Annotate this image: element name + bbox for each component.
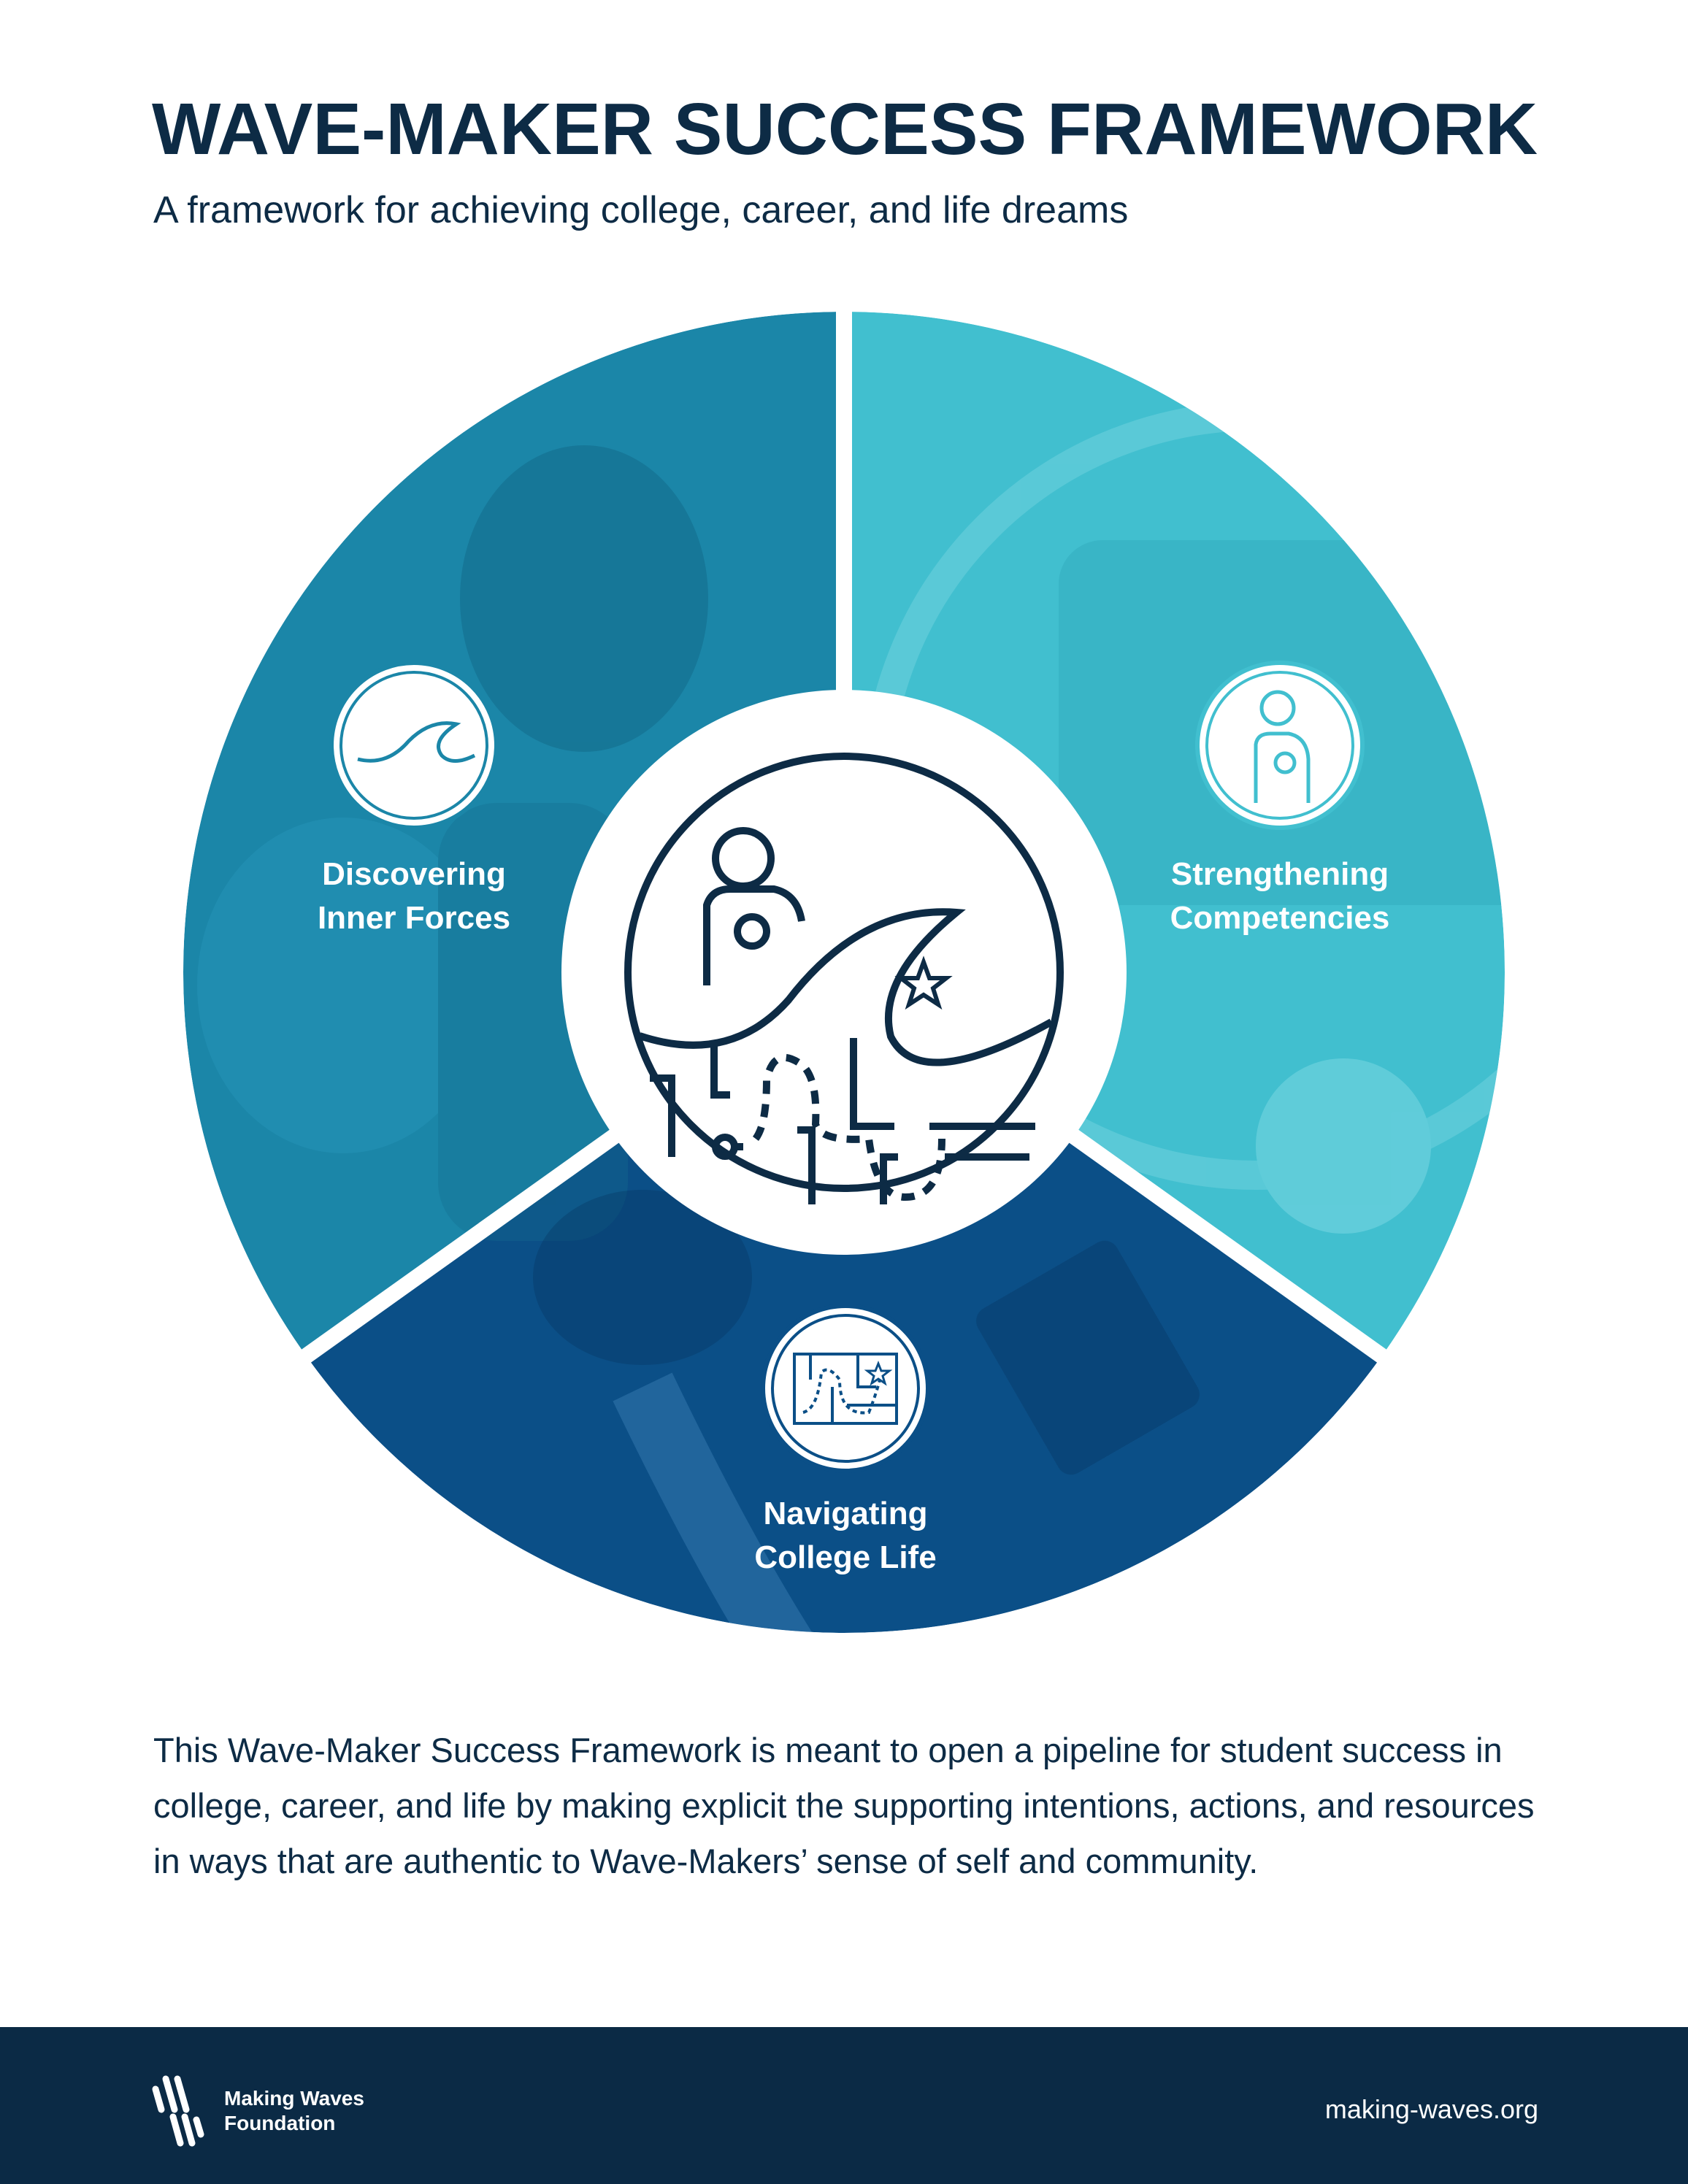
segment-label-discovering: Discovering Inner Forces xyxy=(231,853,596,940)
description-paragraph: This Wave-Maker Success Framework is mea… xyxy=(153,1731,1535,1880)
student-backpack-icon xyxy=(1195,661,1365,830)
making-waves-logo-icon xyxy=(152,2075,204,2147)
segment-label-navigating: Navigating College Life xyxy=(663,1492,1028,1580)
segment-strengthening-competencies xyxy=(844,312,1505,1356)
segment-label-line1: Strengthening xyxy=(1170,856,1389,892)
segment-label-strengthening: Strengthening Competencies xyxy=(1097,853,1462,940)
segment-label-line2: Inner Forces xyxy=(317,900,511,936)
segment-navigating-college-life xyxy=(306,972,1382,1633)
segment-label-line1: Discovering xyxy=(322,856,506,892)
illustration-student-bottom xyxy=(533,1190,1200,1633)
segment-label-line2: College Life xyxy=(754,1539,937,1575)
segment-label-line2: Competencies xyxy=(1170,900,1390,936)
framework-wheel xyxy=(183,312,1505,1633)
center-emblem-icon xyxy=(561,690,1127,1255)
segment-label-line1: Navigating xyxy=(763,1496,928,1531)
maze-icon xyxy=(761,1304,930,1473)
making-waves-logo[interactable]: Making Waves Foundation xyxy=(150,2075,364,2148)
logo-line2: Foundation xyxy=(224,2112,336,2134)
page-subtitle: A framework for achieving college, caree… xyxy=(153,189,1129,231)
logo-line1: Making Waves xyxy=(224,2087,364,2110)
footer: Making Waves Foundation making-waves.org xyxy=(0,2027,1688,2184)
page-title: WAVE-MAKER SUCCESS FRAMEWORK xyxy=(152,88,1538,170)
wave-icon xyxy=(329,661,499,830)
segment-discovering-inner-forces xyxy=(183,312,844,1356)
website-link[interactable]: making-waves.org xyxy=(1324,2094,1538,2124)
